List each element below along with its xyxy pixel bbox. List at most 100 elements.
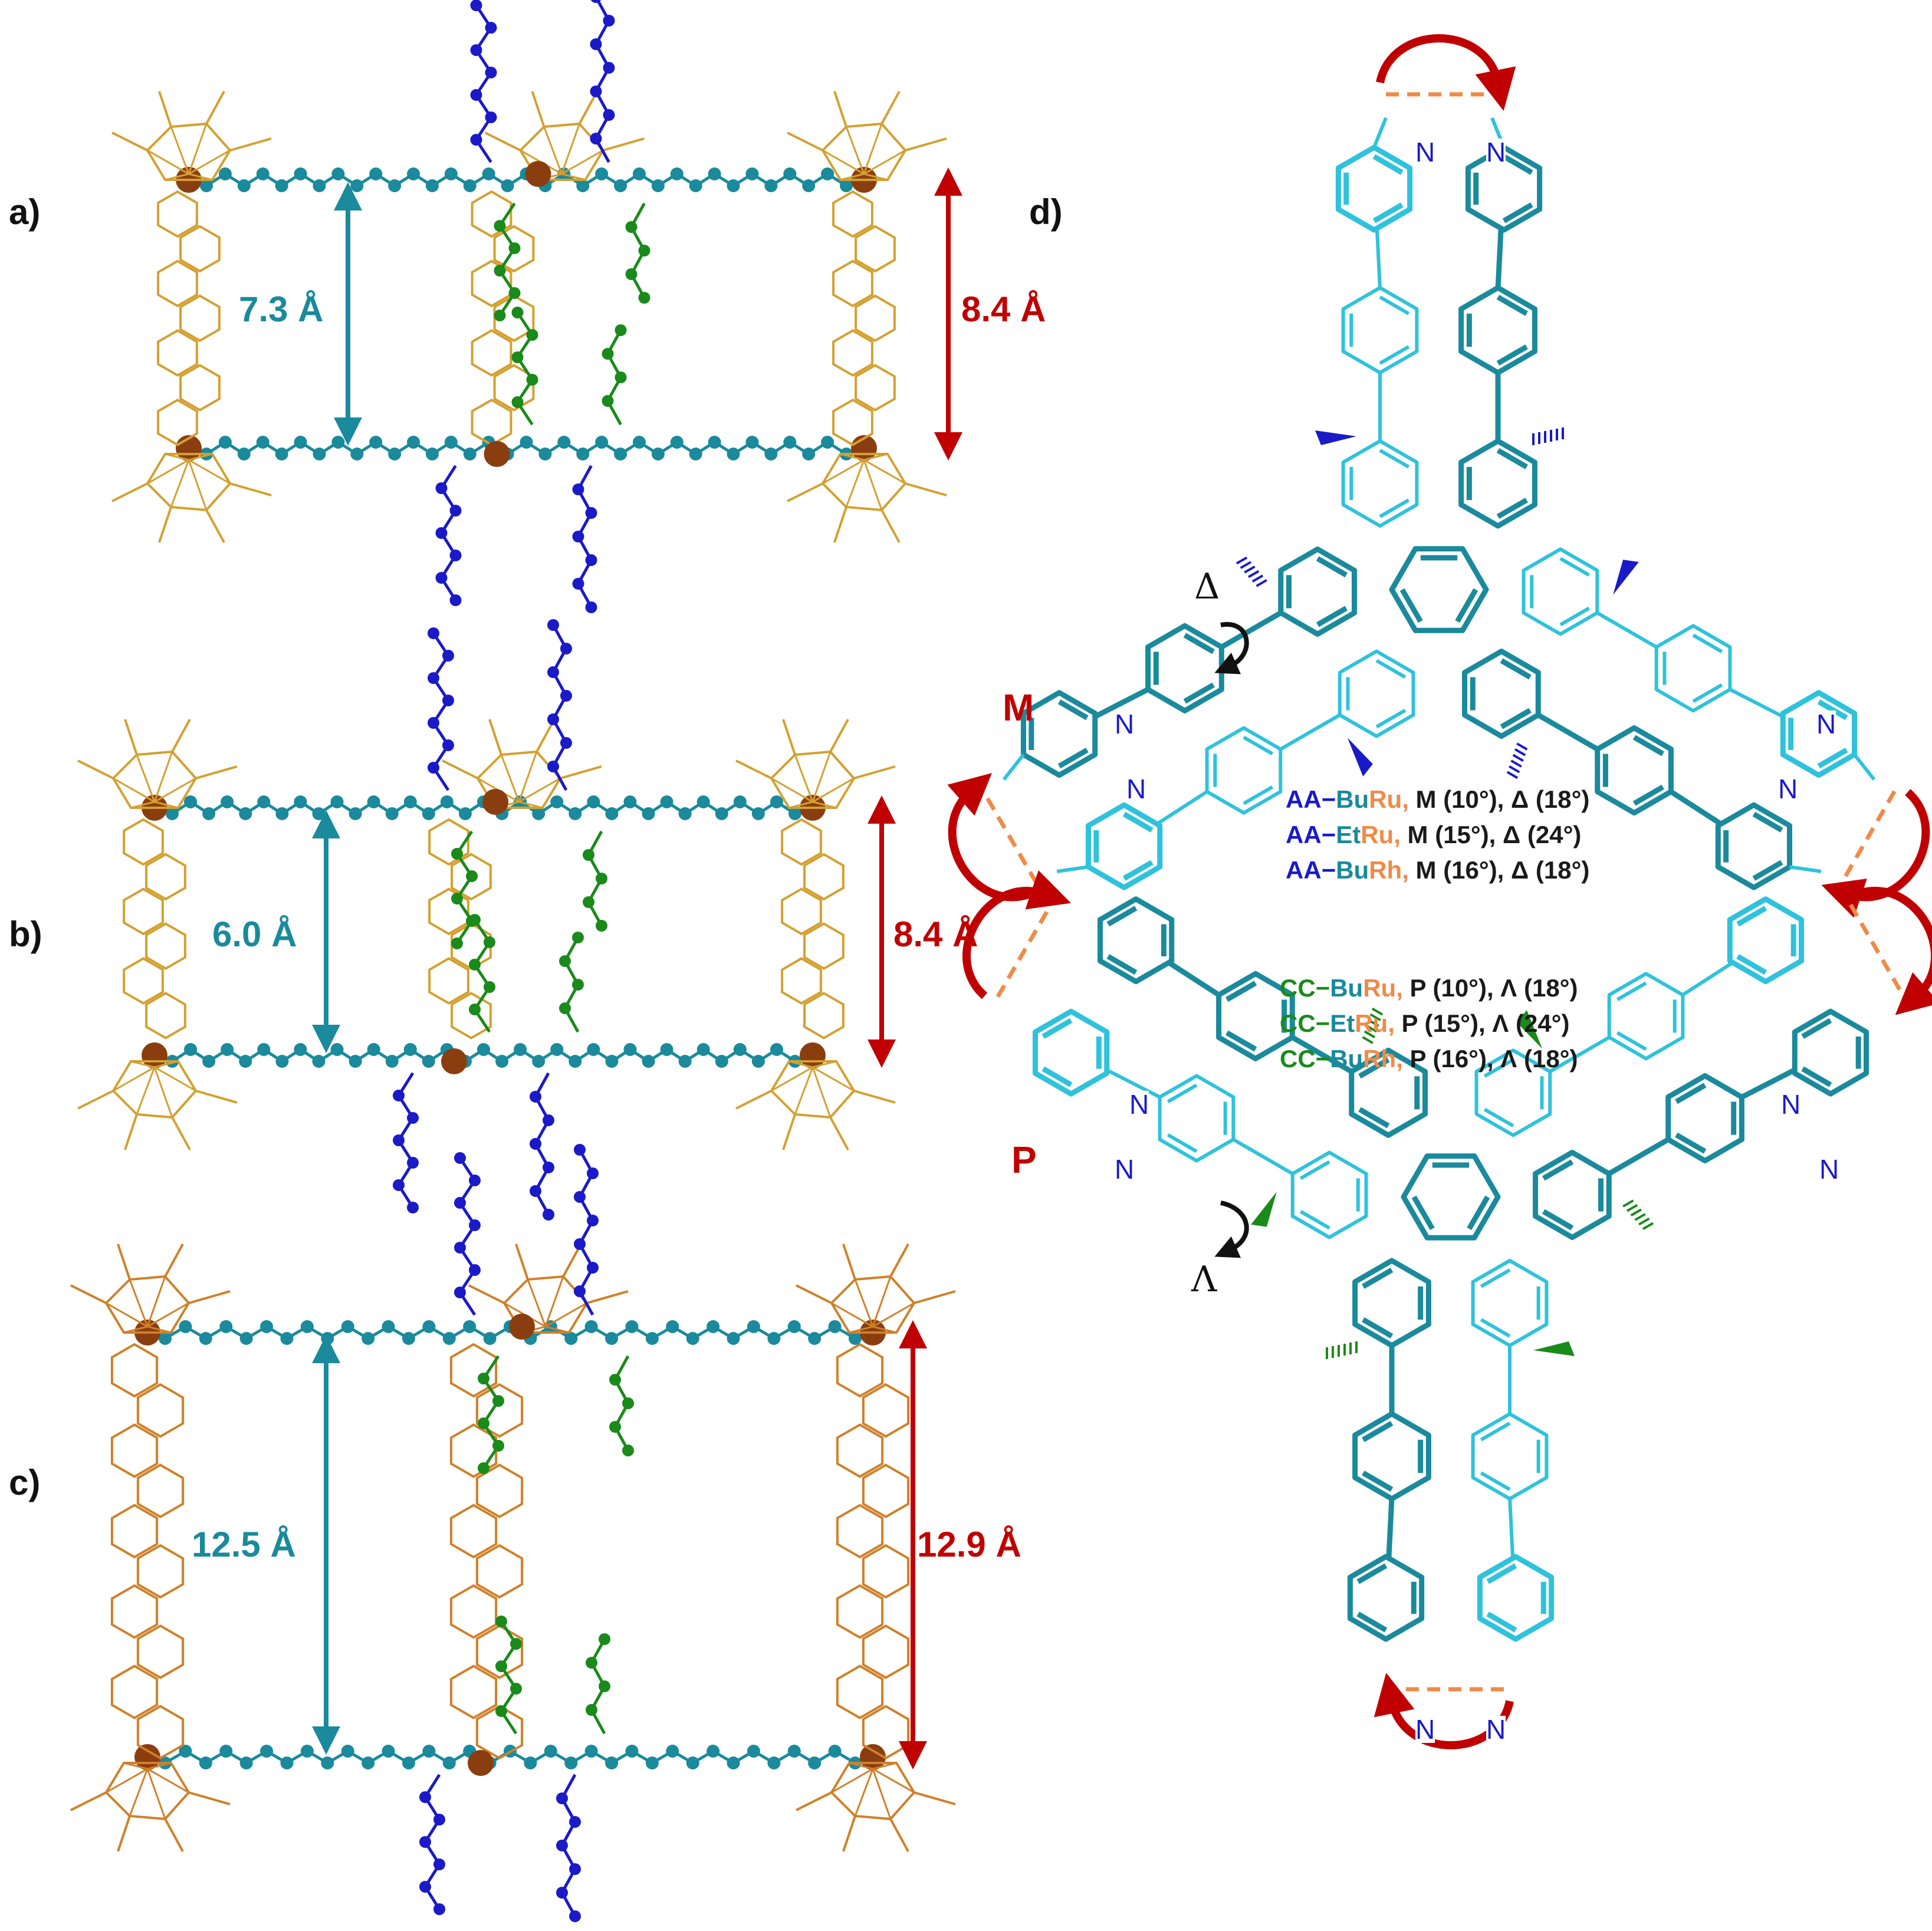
alkyl-chain bbox=[494, 202, 521, 321]
crystal-structures bbox=[70, 0, 962, 1922]
alkyl-chain bbox=[559, 932, 584, 1033]
cp-ligand bbox=[77, 719, 238, 809]
crystal-panel-b bbox=[77, 619, 896, 1221]
nitrogen-atom-label: N bbox=[1129, 1089, 1149, 1120]
nitrogen-atom-label: N bbox=[1816, 709, 1836, 739]
cp-ligand bbox=[735, 719, 896, 809]
alkyl-chain bbox=[547, 619, 572, 791]
panel-label-b: b) bbox=[9, 914, 42, 954]
alkyl-chain bbox=[556, 1774, 581, 1922]
alkyl-chain bbox=[574, 1144, 599, 1316]
distance-label-c-outer: 12.9 Å bbox=[917, 1525, 1021, 1564]
metal-atom bbox=[441, 1048, 467, 1074]
legend-line: AA−BuRu, M (10°), Δ (18°) bbox=[1286, 787, 1589, 812]
rotation-arrow-icon bbox=[1376, 34, 1516, 111]
legend-segment: , bbox=[1402, 856, 1409, 884]
legend-segment: CC bbox=[1280, 1009, 1316, 1037]
legend-segment: Bu bbox=[1330, 1045, 1363, 1073]
legend-segment: CC bbox=[1280, 974, 1316, 1002]
ball-chain bbox=[159, 1320, 862, 1345]
alkyl-chain bbox=[470, 0, 497, 163]
alkyl-chain bbox=[511, 307, 538, 426]
legend-segment: , bbox=[1402, 785, 1409, 813]
cp-ligand bbox=[442, 719, 602, 809]
nitrogen-atom-label: N bbox=[1115, 709, 1135, 739]
alkyl-chain bbox=[435, 465, 462, 606]
crystal-panel-c bbox=[70, 1144, 956, 1922]
rotation-arrow-icon bbox=[1857, 887, 1932, 1015]
legend-segment: AA bbox=[1286, 785, 1322, 813]
cp-ligand bbox=[70, 1762, 231, 1852]
alkyl-chain bbox=[583, 830, 607, 932]
cp-ligand bbox=[111, 453, 272, 543]
ball-chain bbox=[159, 1745, 862, 1769]
ball-chain bbox=[166, 1043, 801, 1068]
nitrogen-atom-label: N bbox=[1819, 1154, 1839, 1185]
legend-segment: − bbox=[1315, 1045, 1330, 1073]
legend-line: CC−EtRu, P (15°), Λ (24°) bbox=[1280, 1011, 1569, 1036]
aromatic-pillar bbox=[836, 1343, 910, 1760]
cp-ligand bbox=[111, 91, 272, 181]
legend-segment: AA bbox=[1286, 856, 1322, 884]
legend-segment: , bbox=[1388, 1009, 1395, 1037]
aromatic-pillar bbox=[832, 190, 896, 446]
cp-ligand bbox=[484, 91, 645, 181]
alkyl-chain bbox=[419, 1774, 445, 1915]
nitrogen-atom-label: N bbox=[1115, 1154, 1135, 1185]
legend-segment: Bu bbox=[1336, 856, 1369, 884]
chirality-label-lower: Λ bbox=[1191, 1259, 1217, 1300]
scheme-upper bbox=[947, 34, 1930, 918]
distance-label-b-inner: 6.0 Å bbox=[212, 914, 297, 954]
cp-ligand bbox=[796, 1244, 956, 1334]
nitrogen-atom-label: N bbox=[1415, 1714, 1435, 1745]
legend-segment: Ru bbox=[1361, 821, 1394, 848]
legend-segment: − bbox=[1315, 1009, 1330, 1037]
alkyl-chain bbox=[530, 1072, 554, 1221]
cp-ligand bbox=[787, 453, 947, 543]
metal-atom bbox=[468, 1750, 494, 1776]
legend-segment: P (15°), Λ (24°) bbox=[1394, 1009, 1570, 1037]
legend-segment: Ru bbox=[1355, 1009, 1388, 1037]
alkyl-chain bbox=[393, 1072, 419, 1213]
aromatic-pillar bbox=[471, 190, 535, 446]
metal-atom bbox=[482, 789, 508, 815]
legend-line: CC−BuRu, P (10°), Λ (18°) bbox=[1280, 976, 1578, 1001]
legend-segment: M (10°), Δ (18°) bbox=[1408, 785, 1590, 813]
helix-label-upper: M bbox=[1003, 686, 1034, 729]
aromatic-pillar bbox=[781, 818, 845, 1039]
helix-label-lower: P bbox=[1011, 1139, 1037, 1181]
crystal-panel-a bbox=[111, 0, 962, 613]
alkyl-chain bbox=[572, 465, 597, 613]
alkyl-chain bbox=[609, 1355, 634, 1456]
rotation-arrow-icon bbox=[947, 772, 1031, 902]
legend-segment: AA bbox=[1286, 821, 1322, 848]
rotation-arrow-icon bbox=[1214, 1200, 1249, 1258]
nitrogen-atom-label: N bbox=[1781, 1089, 1801, 1120]
legend-segment: P (10°), Λ (18°) bbox=[1402, 974, 1578, 1002]
cp-ligand bbox=[735, 1060, 896, 1150]
alkyl-chain bbox=[586, 1633, 610, 1735]
legend-segment: P (16°), Λ (18°) bbox=[1402, 1045, 1578, 1073]
alkyl-chain bbox=[454, 1152, 481, 1316]
ball-chain bbox=[166, 795, 801, 820]
cp-ligand bbox=[70, 1244, 231, 1334]
distance-label-b-outer: 8.4 Å bbox=[893, 914, 978, 954]
aromatic-pillar bbox=[123, 818, 186, 1039]
rotation-arrow-icon bbox=[962, 870, 1071, 999]
alkyl-chain bbox=[495, 1616, 522, 1735]
legend-segment: Ru bbox=[1363, 974, 1397, 1002]
alkyl-chain bbox=[428, 627, 454, 791]
legend-segment: − bbox=[1315, 974, 1330, 1002]
legend-segment: M (16°), Δ (18°) bbox=[1408, 856, 1590, 884]
metal-atom bbox=[484, 441, 510, 467]
chirality-label-upper: Δ bbox=[1194, 566, 1220, 607]
legend-segment: Bu bbox=[1330, 974, 1363, 1002]
legend-line: AA−BuRh, M (16°), Δ (18°) bbox=[1286, 858, 1589, 883]
scheme-core bbox=[1389, 546, 1501, 1241]
cp-ligand bbox=[77, 1060, 238, 1150]
panel-label-a: a) bbox=[9, 192, 41, 232]
aromatic-pillar bbox=[110, 1343, 185, 1760]
nitrogen-atom-label: N bbox=[1778, 774, 1798, 804]
alkyl-chain bbox=[451, 830, 478, 949]
